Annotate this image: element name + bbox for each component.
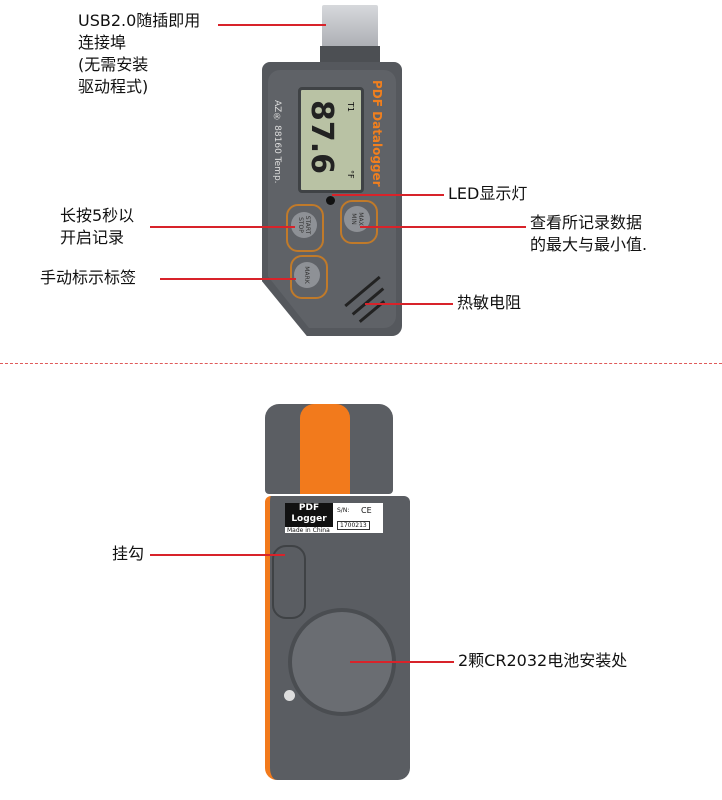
start-callout: 长按5秒以开启记录 [60,206,135,247]
usb-callout-line [218,24,326,26]
usb-callout: USB2.0随插即用连接埠(无需安装驱动程式) [78,11,201,96]
sn-label: S/N: [337,507,350,514]
lcd-value: 87.6 [304,100,339,175]
start-button-ring [286,204,324,252]
mark-button[interactable]: MARK [294,262,320,288]
cap-stripe [300,404,350,494]
hook-callout: 挂勾 [112,544,145,563]
led-callout: LED显示灯 [448,184,528,203]
led-indicator [326,196,335,205]
mark-callout: 手动标示标签 [40,268,137,287]
thermistor-callout: 热敏电阻 [457,293,522,312]
brand-label: PDF Datalogger [370,80,384,187]
maxmin-button-ring [340,200,378,244]
ce-mark: CE [361,506,372,515]
made-in-label: Made in China [287,527,330,534]
indicator-dot [284,690,295,701]
start-stop-button[interactable]: START STOP [291,212,317,238]
maxmin-callout: 查看所记录数据的最大与最小值. [530,213,648,254]
model-logo: AZ® 88160 Temp. [272,100,282,184]
divider [0,363,722,364]
battery-callout-line [350,661,454,663]
battery-callout: 2颗CR2032电池安装处 [458,651,628,670]
hanging-hook [272,545,306,619]
max-min-button[interactable]: MAX MIN [344,206,370,232]
thermistor-callout-line [365,303,453,305]
led-callout-line [332,194,444,196]
maxmin-callout-line [360,226,526,228]
serial-number: 1700213 [337,521,370,530]
usb-neck [320,46,380,64]
usb-connector [322,5,378,50]
mark-button-ring [290,255,328,299]
lcd-channel: T1 [346,102,355,112]
mark-callout-line [160,278,296,280]
lcd-unit: °F [346,170,355,179]
hook-callout-line [150,554,285,556]
start-callout-line [150,226,295,228]
lcd-display: 87.6 T1 °F [298,87,364,193]
